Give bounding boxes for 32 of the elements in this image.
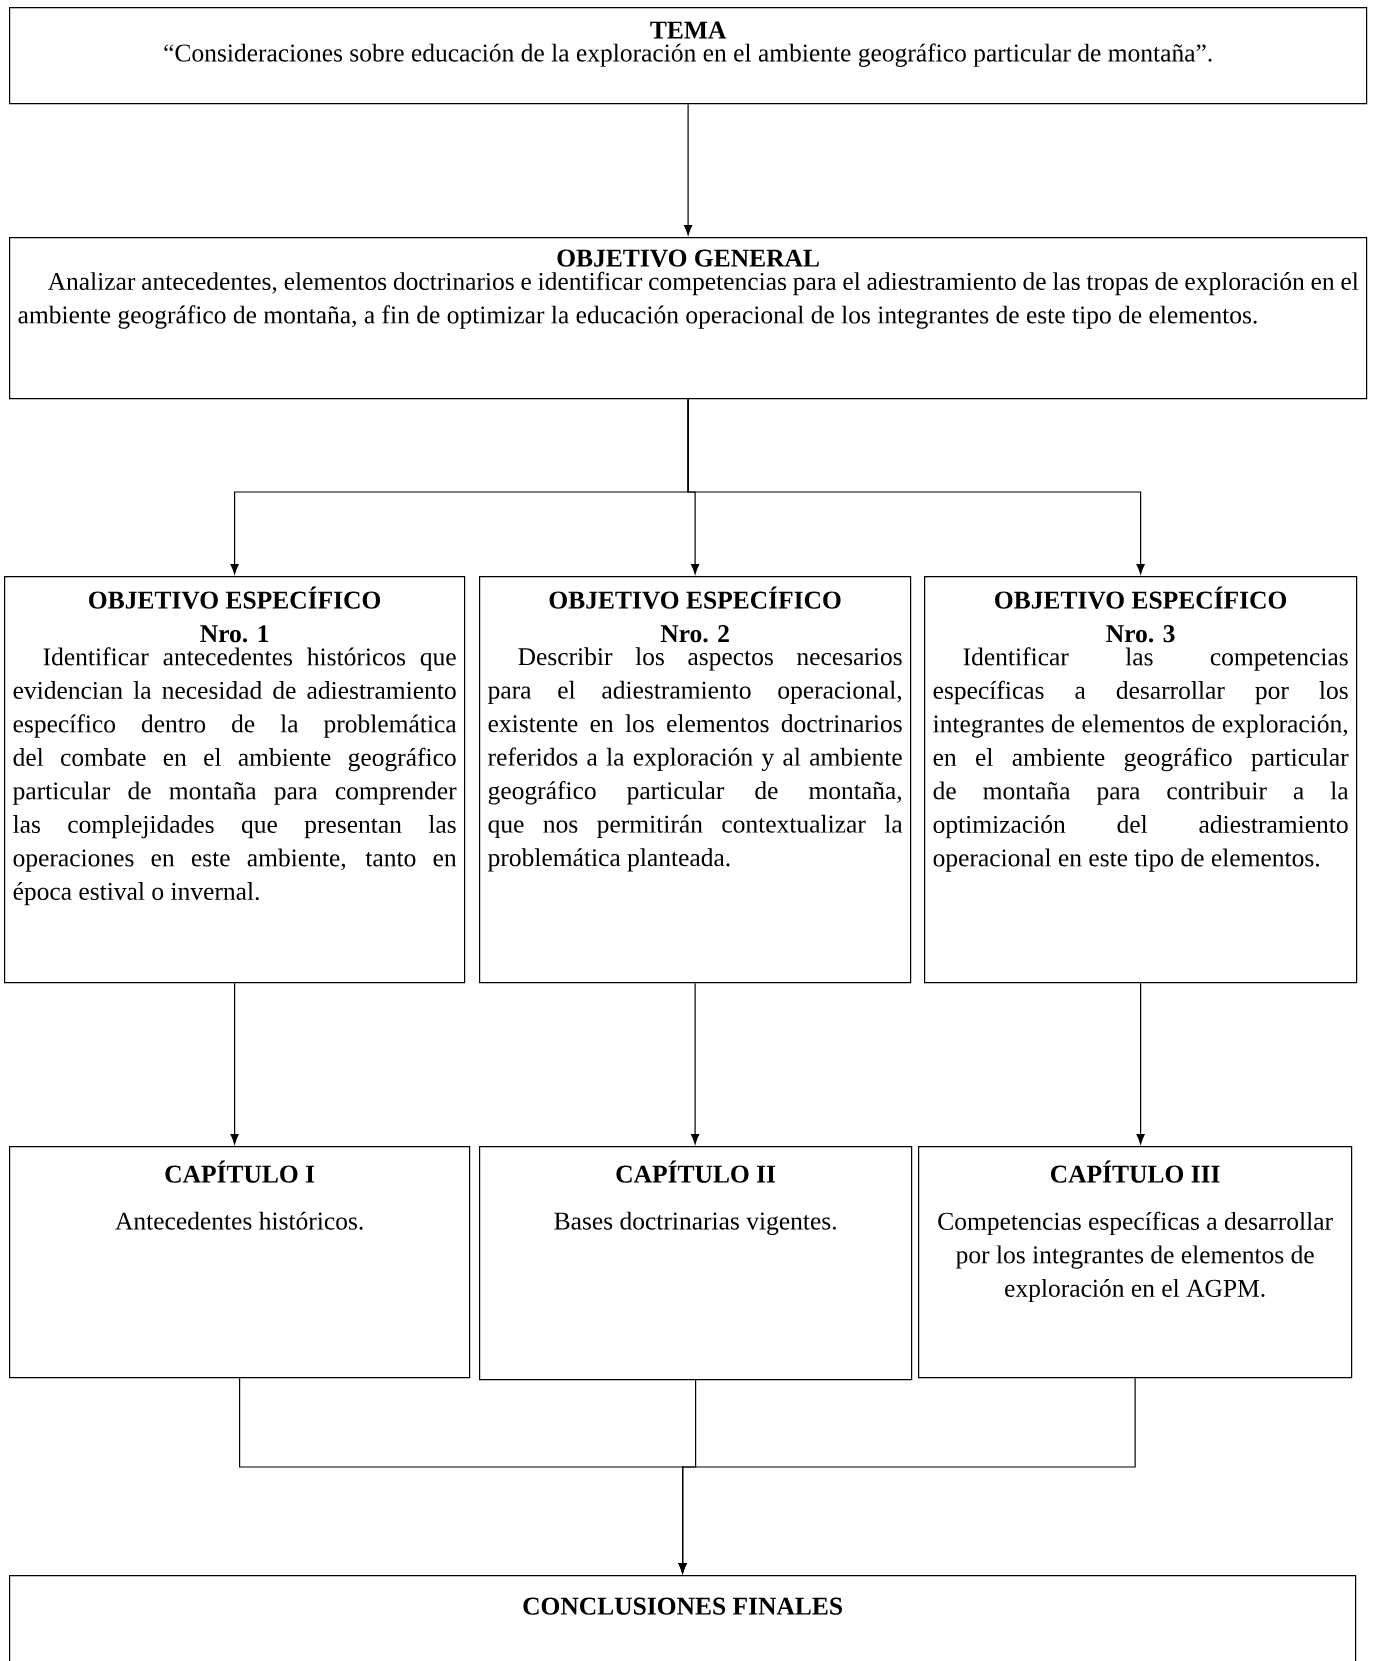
heading: OBJETIVO ESPECÍFICO Nro. 2 xyxy=(549,586,841,643)
arrow xyxy=(678,1377,1136,1574)
body-text: Bases doctrinarias vigentes. xyxy=(554,1211,836,1235)
text-box xyxy=(9,237,1368,400)
heading: CAPÍTULO III xyxy=(1051,1160,1220,1183)
body-text: Competencias específicas a desarrollar por los integrantes de elementos de exploración en el AGPM. xyxy=(938,1211,1333,1303)
arrow xyxy=(1136,982,1145,1145)
text-box xyxy=(9,7,1368,105)
heading: TEMA xyxy=(650,21,727,39)
text-box xyxy=(918,1146,1353,1379)
text-box xyxy=(479,1146,913,1381)
arrow xyxy=(691,982,700,1145)
heading: CAPÍTULO II xyxy=(616,1160,776,1183)
body-text: Identificar antecedentes históricos que evidencian la necesidad de adiestramiento específico dentro de la problemática del combate en el ambiente geográfico particular de montaña para comprender las complejidades que presentan las operaciones en este ambiente, tanto en época estival o invernal. xyxy=(13,647,457,906)
body-text: Identificar las competencias específicas a desarrollar por los integrantes de elementos de exploración, en el ambiente geográfico particular de montaña para contribuir a la optimización del adiestramiento operacional en este tipo de elementos. xyxy=(933,647,1349,872)
text-box xyxy=(479,576,912,984)
arrow xyxy=(684,103,693,236)
heading: CAPÍTULO I xyxy=(165,1160,315,1183)
heading: CONCLUSIONES FINALES xyxy=(523,1597,842,1615)
text-box xyxy=(4,576,466,984)
heading: OBJETIVO ESPECÍFICO Nro. 1 xyxy=(89,586,381,643)
heading: OBJETIVO ESPECÍFICO Nro. 3 xyxy=(995,586,1287,643)
body-text: Antecedentes históricos. xyxy=(115,1211,363,1230)
text-box xyxy=(9,1575,1357,1661)
body-text: Analizar antecedentes, elementos doctrinarios e identificar competencias para el adiestramiento de las tropas de exploración en el ambiente geográfico de montaña, a fin de optimizar la educación operacional de los integrantes de este tipo de elementos. xyxy=(18,271,1359,329)
arrow xyxy=(687,398,1145,575)
arrow xyxy=(230,982,239,1145)
text-box xyxy=(9,1146,471,1379)
body-text: Describir los aspectos necesarios para el adiestramiento operacional, existente en los elementos doctrinarios referidos a la exploración y al ambiente geográfico particular de montaña, que nos permitirán contextualizar la problemática planteada. xyxy=(488,647,903,872)
body-text: “Consideraciones sobre educación de la exploración en el ambiente geográfico particular de montaña”. xyxy=(164,43,1212,67)
heading: OBJETIVO GENERAL xyxy=(557,249,819,267)
text-box xyxy=(924,576,1358,984)
